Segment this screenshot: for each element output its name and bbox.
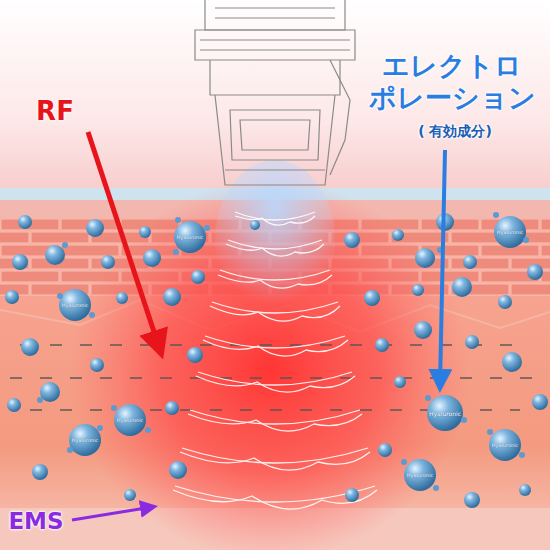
ingredient-note: ( 有効成分) bbox=[385, 123, 525, 141]
molecule-label: Hyaluronic bbox=[405, 472, 435, 478]
ems-label: EMS bbox=[4, 508, 68, 534]
molecule-label: Hyaluronic bbox=[70, 437, 100, 443]
molecule-label: Hyaluronic bbox=[115, 417, 145, 423]
molecule-label: Hyaluronic bbox=[495, 229, 525, 235]
molecule-label: Hyaluronic bbox=[175, 234, 205, 240]
rf-label: RF bbox=[25, 96, 85, 126]
electroporation-label: エレクトロ ポレーション bbox=[357, 50, 547, 115]
molecule-label: Hyaluronic bbox=[490, 442, 520, 448]
molecule-label: Hyaluronic bbox=[60, 302, 90, 308]
molecule-label: Hyaluronic bbox=[428, 410, 462, 417]
